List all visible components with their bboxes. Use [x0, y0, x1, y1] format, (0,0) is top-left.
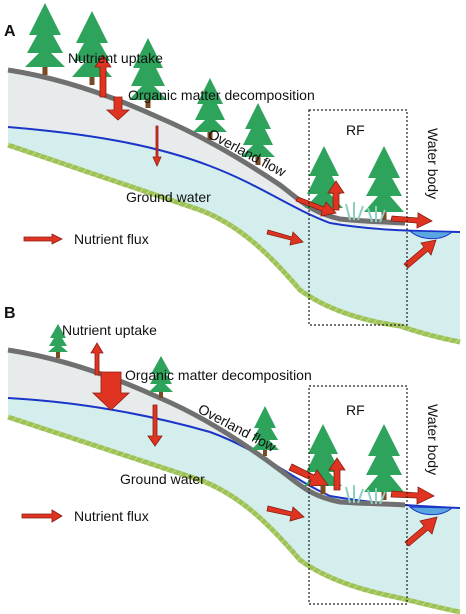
stream-b — [408, 506, 454, 516]
grass-b-2 — [367, 488, 386, 505]
tree-b-1 — [48, 324, 68, 358]
panel-a: A — [4, 3, 461, 345]
panel-letter-b: B — [4, 305, 16, 322]
stream-flux-arrow-a — [390, 212, 433, 229]
overland-arrow-a — [295, 196, 337, 217]
panel-letter-a: A — [4, 23, 16, 40]
panel-b: B — [4, 305, 461, 614]
stream-flux-arrow-b — [390, 486, 435, 505]
water-body-label-b: Water body — [425, 404, 441, 475]
tree-a-3 — [129, 38, 167, 108]
groundwater-flux-arrow-b — [266, 505, 305, 522]
ground-water-label-b: Ground water — [120, 471, 205, 487]
tree-a-7 — [364, 146, 404, 220]
grass-a-1 — [345, 202, 364, 221]
grass-a-2 — [367, 206, 386, 223]
water-body-label-a: Water body — [425, 128, 441, 199]
bedrock-line-a — [7, 142, 461, 345]
decomposition-label-b: Organic matter decomposition — [125, 367, 312, 383]
leaching-arrow-a — [152, 125, 162, 167]
bedrock-line-b — [7, 414, 461, 614]
riparian-uptake-arrow-a — [327, 180, 345, 211]
tree-a-4 — [193, 78, 227, 140]
grass-b-1 — [345, 485, 364, 504]
tree-a-5 — [241, 103, 275, 165]
nutrient-flux-label-b: Nutrient flux — [74, 508, 149, 524]
tree-b-4 — [304, 424, 342, 494]
water-table-a — [7, 126, 461, 233]
ground-surface-a — [7, 67, 406, 226]
nutrient-uptake-label-a: Nutrient uptake — [68, 50, 163, 66]
overland-arrow-b — [288, 463, 329, 487]
tree-b-5 — [364, 424, 404, 500]
nutrient-uptake-label-b: Nutrient uptake — [62, 322, 157, 338]
legend-arrow-a — [23, 233, 63, 245]
upwelling-arrow-a — [403, 239, 437, 269]
groundwater-flux-arrow-a — [266, 229, 304, 246]
nutrient-flux-label-a: Nutrient flux — [74, 231, 149, 247]
rf-label-b: RF — [346, 402, 365, 418]
riparian-uptake-arrow-b — [328, 457, 346, 491]
decomposition-arrow-b — [91, 371, 131, 411]
decomposition-arrow-a — [105, 96, 131, 121]
tree-b-3 — [251, 406, 279, 456]
tree-b-2 — [149, 356, 173, 398]
upwelling-arrow-b — [404, 516, 438, 547]
leaching-arrow-b — [147, 404, 163, 447]
decomposition-label-a: Organic matter decomposition — [128, 87, 315, 103]
tree-a-1 — [25, 3, 65, 75]
ground-water-label-a: Ground water — [126, 189, 211, 205]
stream-a — [408, 230, 454, 240]
rf-box-a — [308, 109, 408, 326]
rf-label-a: RF — [346, 122, 365, 138]
legend-arrow-b — [21, 509, 63, 523]
uptake-arrow-b — [90, 342, 104, 376]
soil-zone-a — [8, 70, 405, 227]
rf-box-b — [308, 385, 408, 605]
uptake-arrow-a — [94, 54, 112, 98]
